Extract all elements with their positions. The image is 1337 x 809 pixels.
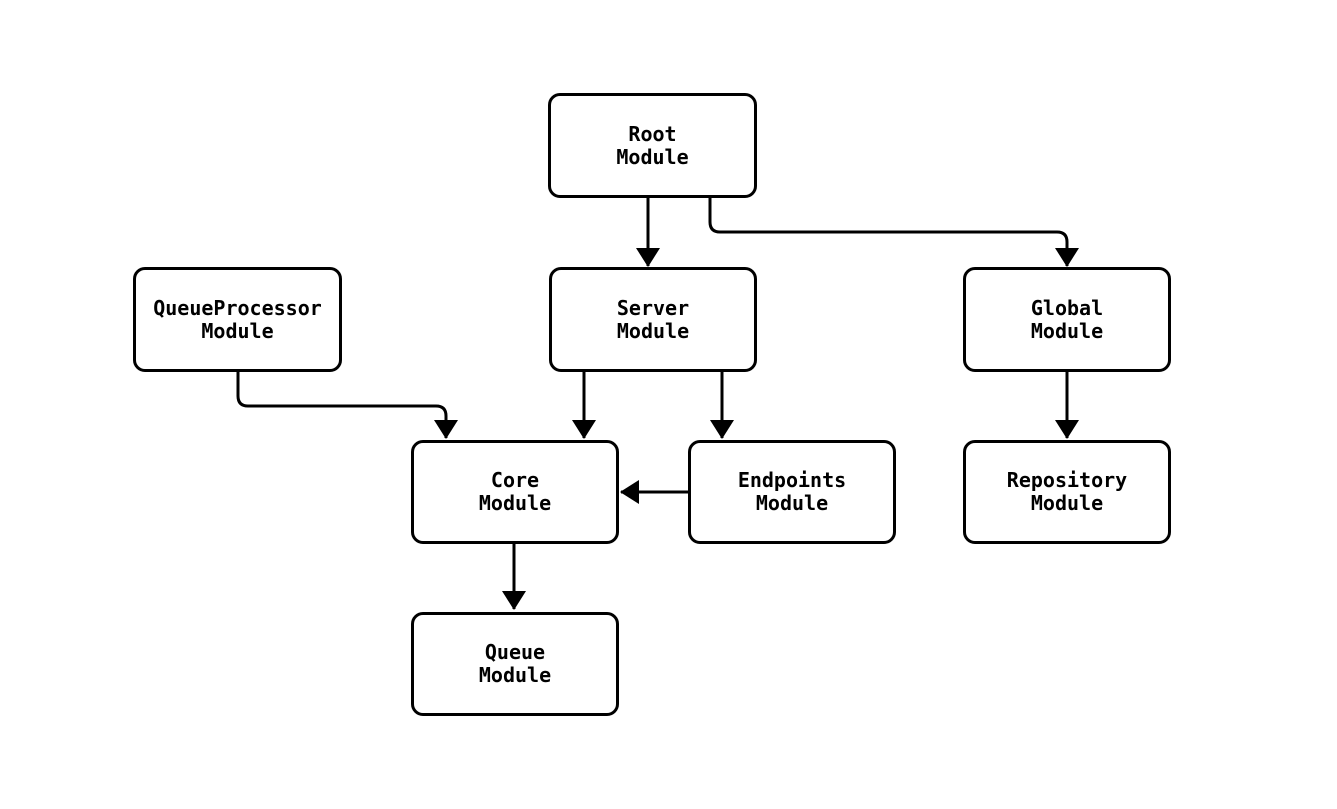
- node-label-line2: Module: [616, 144, 689, 169]
- node-label-line2: Module: [1030, 491, 1104, 515]
- node-label-line1: Server: [616, 295, 690, 320]
- node-server-module-label: Server Module: [616, 295, 690, 343]
- node-label-line1: Endpoints: [737, 468, 847, 492]
- node-queue-module-label: Queue Module: [479, 641, 551, 687]
- node-label-line2: Module: [201, 318, 274, 343]
- node-label-line1: QueueProcessor: [153, 295, 322, 320]
- node-label-line2: Module: [755, 491, 829, 515]
- node-server-module: Server Module: [549, 267, 757, 372]
- node-label-line1: Queue: [484, 640, 546, 664]
- node-endpoints-module: Endpoints Module: [688, 440, 896, 544]
- node-root-module: Root Module: [548, 93, 757, 198]
- node-core-module: Core Module: [411, 440, 619, 544]
- node-repository-module-label: Repository Module: [1007, 469, 1127, 515]
- node-label-line1: Global: [1030, 295, 1104, 320]
- node-label-line1: Root: [628, 121, 677, 146]
- node-label-line1: Core: [490, 468, 540, 492]
- node-queueprocessor-module-label: QueueProcessor Module: [153, 295, 322, 343]
- node-core-module-label: Core Module: [479, 469, 551, 515]
- node-label-line2: Module: [478, 491, 552, 515]
- node-global-module: Global Module: [963, 267, 1171, 372]
- node-queueprocessor-module: QueueProcessor Module: [133, 267, 342, 372]
- node-endpoints-module-label: Endpoints Module: [738, 469, 846, 515]
- node-label-line2: Module: [1030, 318, 1104, 343]
- node-root-module-label: Root Module: [616, 121, 689, 169]
- node-label-line1: Repository: [1006, 468, 1128, 492]
- edge-root-to-global: [708, 198, 1079, 267]
- node-label-line2: Module: [478, 663, 552, 687]
- node-queue-module: Queue Module: [411, 612, 619, 716]
- node-repository-module: Repository Module: [963, 440, 1171, 544]
- edge-queueprocessor-to-core: [236, 372, 458, 439]
- node-global-module-label: Global Module: [1030, 295, 1104, 343]
- node-label-line2: Module: [616, 318, 690, 343]
